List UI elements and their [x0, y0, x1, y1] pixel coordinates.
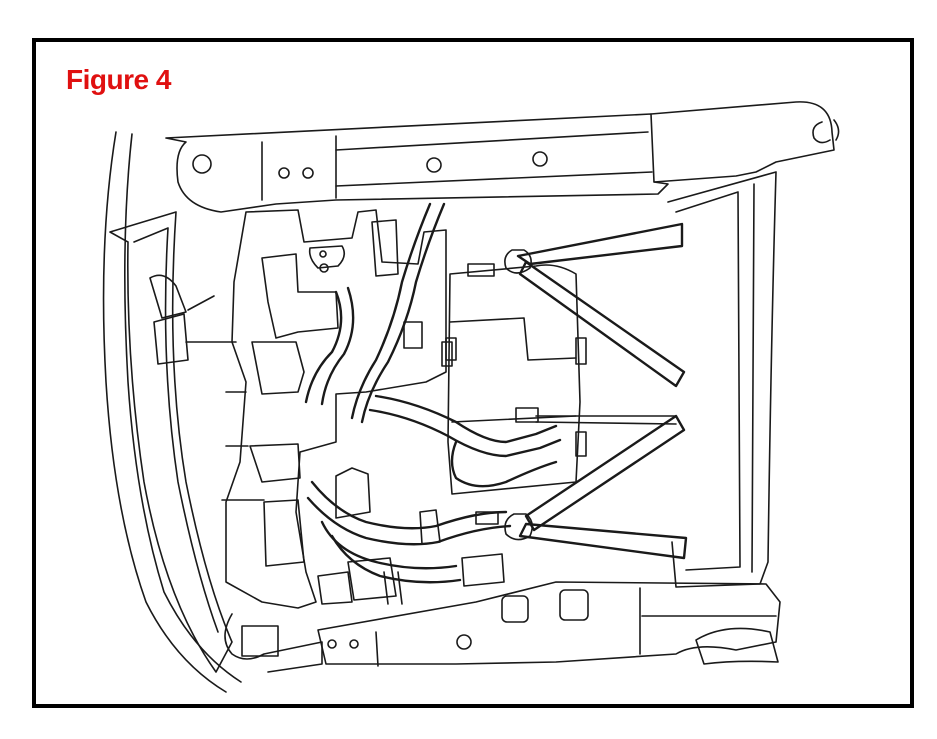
cable-tie-upper-2 [518, 260, 686, 388]
harness-bottom [320, 520, 458, 570]
cable-tie-lower-head [504, 513, 534, 541]
harness-clip-4 [441, 341, 453, 367]
bottom-connector-pin-2 [397, 571, 403, 605]
harness-clip-2 [475, 511, 499, 525]
bottom-right-foot [695, 627, 779, 665]
top-right-hook [812, 121, 831, 144]
top-right-hook-2 [833, 119, 840, 141]
harness-clip-1 [403, 321, 423, 349]
upper-mid-bracket [371, 219, 399, 277]
figure-title: Figure 4 [66, 64, 171, 95]
right-backboard-inner [675, 191, 741, 571]
cable-tie-lower-2 [518, 522, 688, 560]
harness-upper [360, 202, 446, 424]
left-side-panel [109, 211, 233, 673]
central-plate-inner-4 [263, 499, 305, 567]
figure-frame: Figure 4 [32, 38, 914, 708]
motor-clip-2 [575, 337, 587, 365]
harness-left-loop-2 [320, 286, 355, 406]
harness-right-branch-2 [368, 408, 562, 458]
central-hole-2 [319, 263, 329, 273]
bottom-rail-hole-3 [456, 634, 472, 650]
motor-clip-4 [445, 337, 457, 361]
harness-to-connector [335, 467, 371, 519]
top-rail-line-4 [335, 171, 653, 187]
top-rail-hole-c [426, 157, 442, 173]
motor-module-inner-2 [451, 415, 577, 423]
harness-right-branch [374, 394, 558, 444]
harness-bottom-2 [330, 534, 462, 584]
cable-tie-rail-2 [535, 421, 677, 425]
central-plate-inner-2 [251, 341, 305, 395]
top-right-bracket [650, 101, 835, 183]
top-rail-hole-a [278, 167, 290, 179]
left-connector-wire-2 [187, 295, 215, 311]
seat-frame-drawing [102, 101, 840, 693]
cable-tie-lower-1 [524, 414, 686, 532]
cable-tie-drawing [504, 222, 688, 560]
bottom-rail-hole-2 [349, 639, 359, 649]
harness-upper-2 [350, 202, 432, 420]
left-connector-plug [149, 274, 187, 319]
central-plate-inner-3 [249, 443, 301, 483]
bottom-rail-slot-1 [501, 595, 529, 623]
central-notch [308, 245, 346, 269]
lower-mid-panel [419, 509, 441, 545]
central-plate-inner-1 [261, 253, 339, 339]
cable-tie-upper-head [504, 249, 532, 274]
left-connector [153, 313, 189, 365]
harness-clip-3 [515, 407, 539, 423]
top-rail-hole-large [192, 154, 212, 174]
left-side-panel-inner [133, 227, 219, 633]
wiring-harness-drawing [304, 202, 562, 584]
top-rail [165, 113, 669, 213]
right-backboard-edge [751, 183, 755, 573]
bottom-rail-hole-1 [327, 639, 337, 649]
harness-lower-2 [306, 496, 512, 546]
motor-clip-1 [467, 263, 495, 277]
top-rail-hole-b [302, 167, 314, 179]
bottom-connector [347, 557, 397, 601]
top-rail-hole-d [532, 151, 548, 167]
bottom-connector-2 [317, 571, 353, 605]
bottom-connector-pin-1 [383, 571, 389, 605]
cable-tie-upper-1 [516, 222, 684, 266]
harness-lower [310, 480, 508, 530]
bottom-rail [317, 581, 781, 665]
harness-lower-loop [450, 440, 558, 488]
central-hole-1 [319, 250, 327, 258]
lower-left-mount [224, 613, 323, 673]
motor-clip-3 [575, 431, 587, 457]
central-plate [225, 209, 447, 609]
top-rail-line-3 [335, 131, 649, 151]
outer-cushion-contour [102, 131, 227, 693]
right-backboard [667, 171, 777, 588]
inner-cushion-contour [124, 133, 242, 683]
bottom-connector-plug [461, 553, 505, 587]
motor-module-inner [449, 317, 577, 361]
motor-module [447, 264, 581, 495]
bottom-rail-slot-2 [559, 589, 589, 621]
bottom-rail-line-1 [375, 631, 379, 667]
harness-left-loop [304, 290, 343, 404]
lower-left-block [241, 625, 279, 657]
